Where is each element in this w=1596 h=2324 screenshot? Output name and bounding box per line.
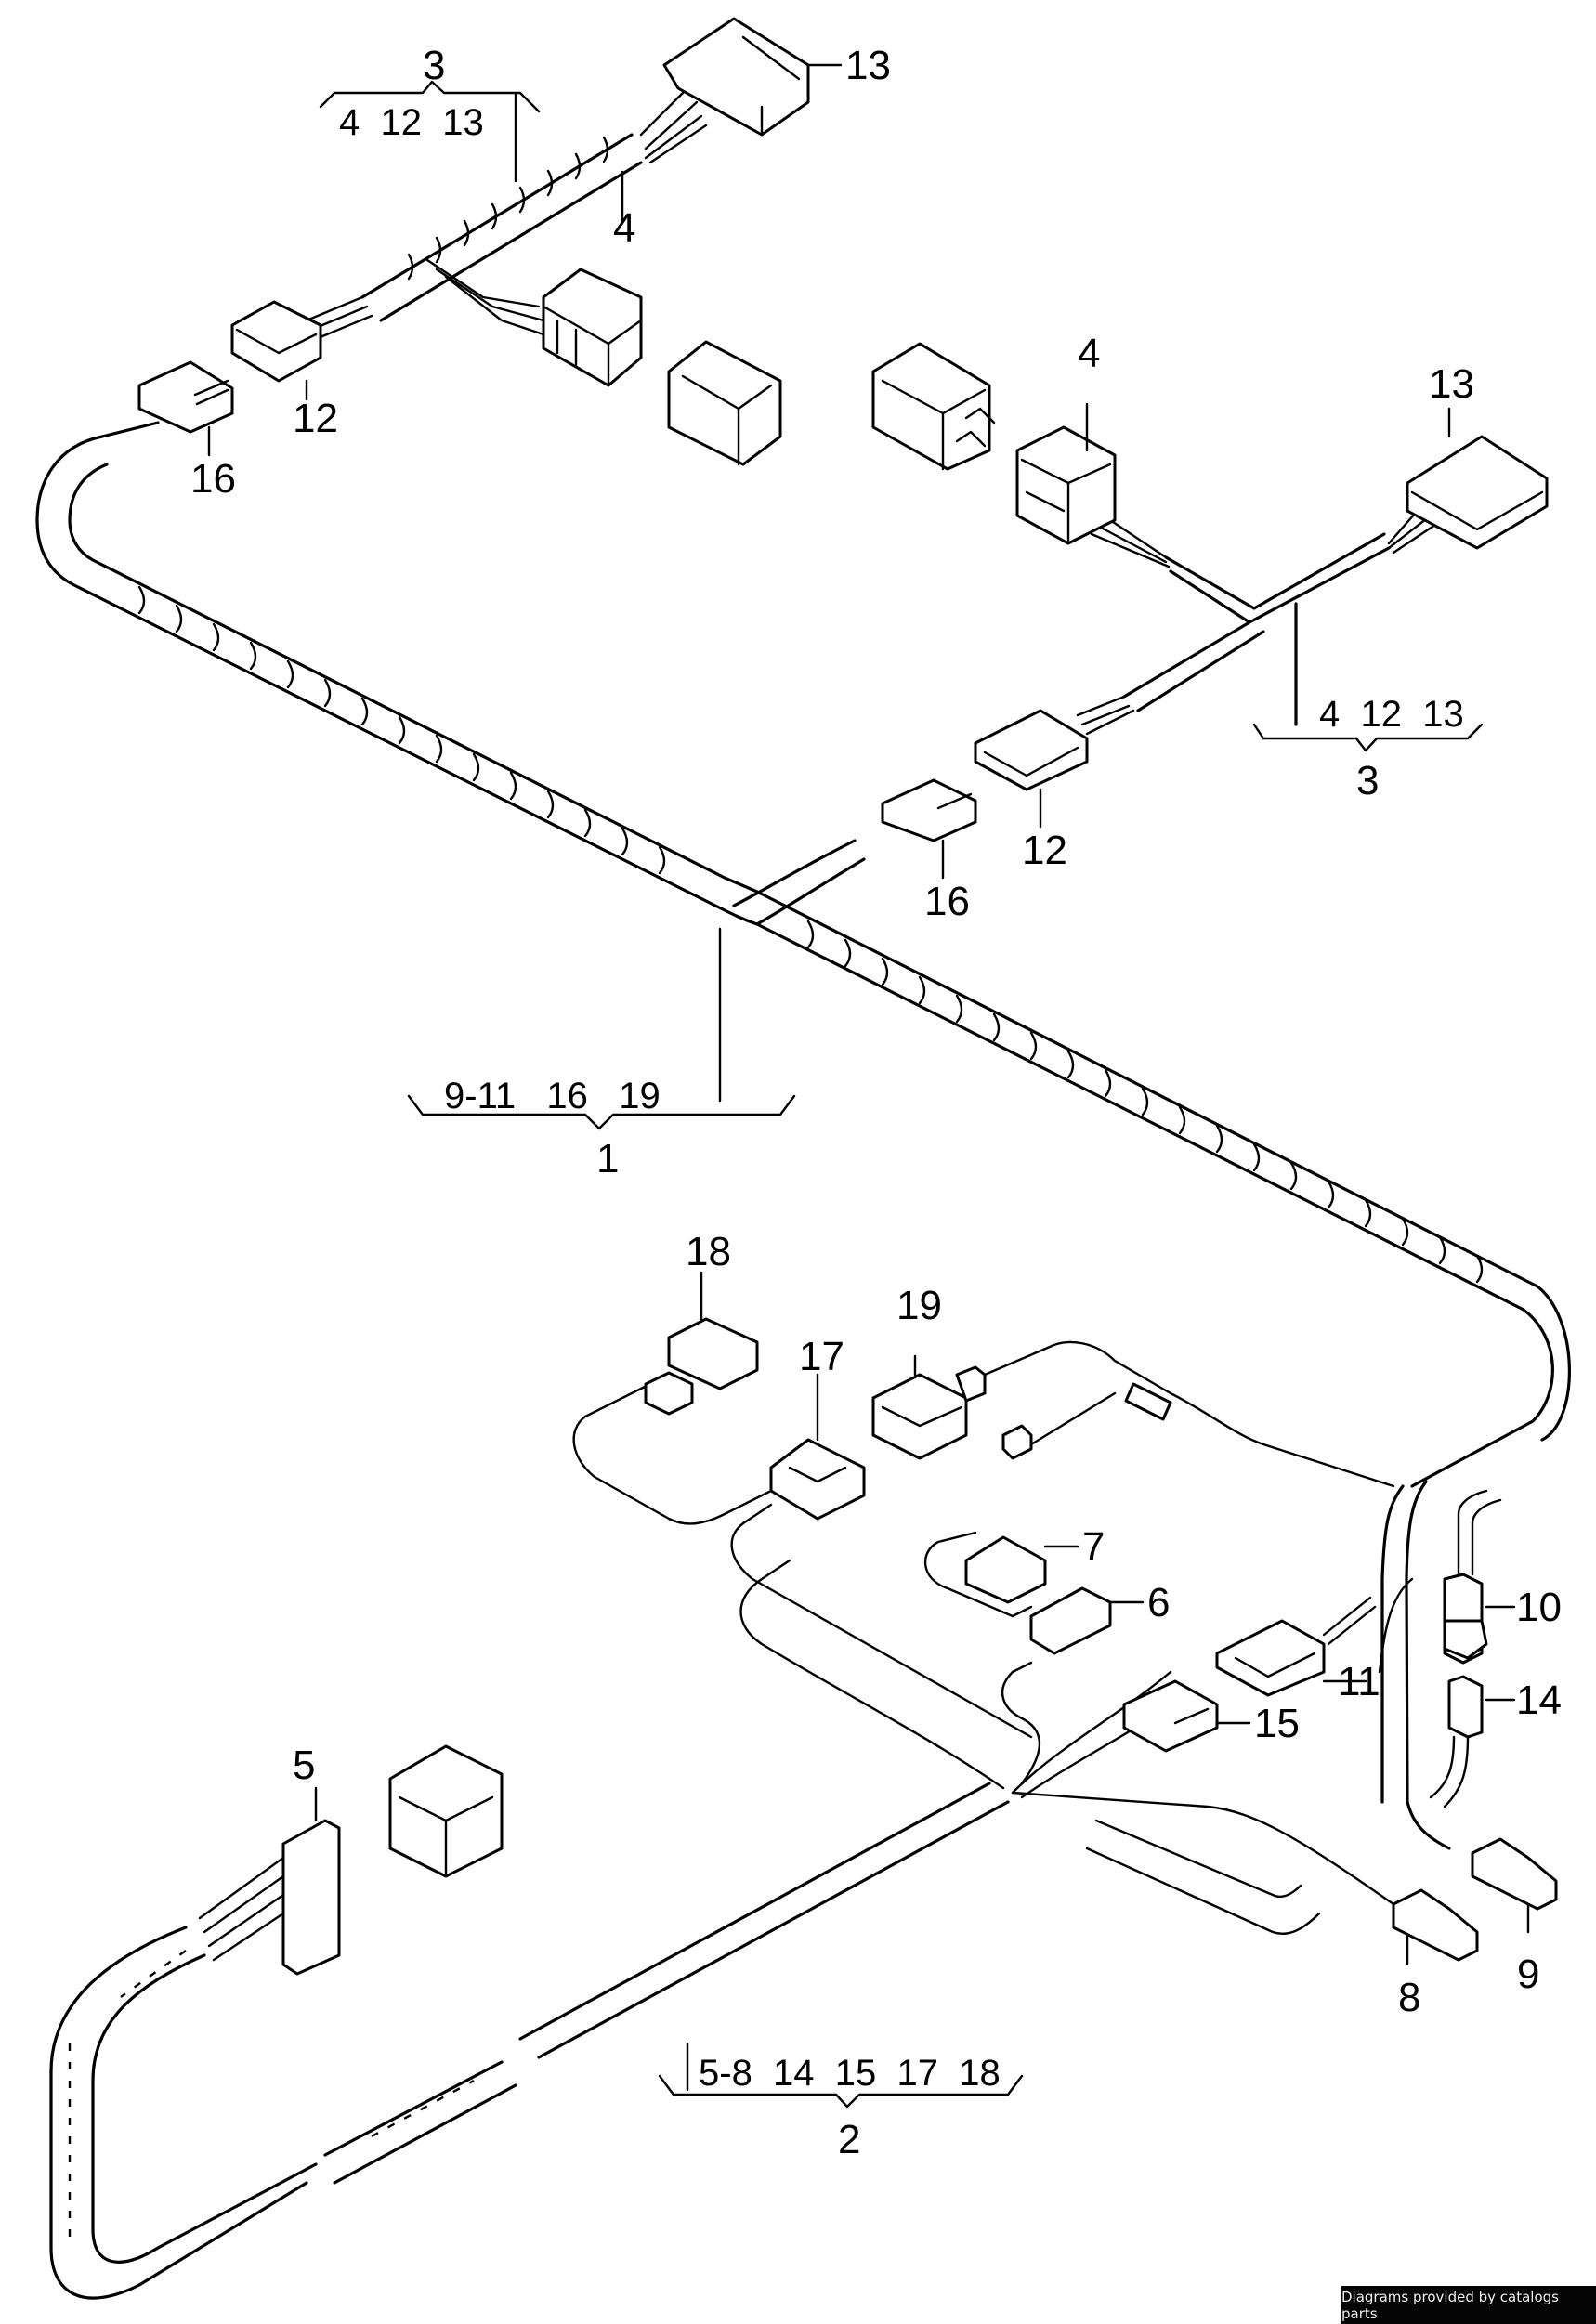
callouts: 3 13 4 12 16 4 13 3 12 16 1 18 19 17 7 6… (190, 43, 1562, 2162)
switch-housing[interactable] (388, 1744, 504, 1878)
group-3-members: 4 12 13 (339, 102, 484, 143)
connector-8[interactable] (1392, 1888, 1479, 1962)
callout-3[interactable]: 3 (1356, 758, 1379, 803)
group-brackets (319, 80, 1484, 2109)
callout-4[interactable]: 4 (613, 205, 635, 251)
connector-6[interactable] (1029, 1586, 1112, 1655)
connector-11[interactable] (1215, 1596, 1377, 1697)
callout-15[interactable]: 15 (1254, 1701, 1300, 1746)
callout-1[interactable]: 1 (596, 1136, 619, 1182)
harness-3-top-segments (407, 136, 609, 281)
leader-lines (207, 63, 1530, 2092)
callout-7[interactable]: 7 (1082, 1524, 1105, 1570)
group-labels: 4 12 13 4 12 13 9-11 16 19 5-8 14 15 17 … (339, 102, 1464, 2094)
terminal-plug[interactable] (1001, 1424, 1033, 1460)
connector-13-top[interactable] (662, 17, 810, 137)
connector-9[interactable] (1471, 1837, 1558, 1911)
sensor-wires[interactable] (572, 1340, 1395, 1739)
relay-socket-4-right[interactable] (1015, 425, 1117, 545)
callout-19[interactable]: 19 (896, 1283, 942, 1328)
callout-16[interactable]: 16 (924, 879, 970, 924)
callout-2[interactable]: 2 (838, 2117, 860, 2162)
callout-6[interactable]: 6 (1147, 1580, 1170, 1625)
callout-8[interactable]: 8 (1398, 1975, 1420, 2020)
connector-16-top[interactable] (137, 360, 234, 434)
callout-18[interactable]: 18 (686, 1229, 731, 1274)
connector-14[interactable] (1429, 1675, 1484, 1808)
connector-13-right[interactable] (1406, 435, 1549, 550)
callout-11[interactable]: 11 (1338, 1659, 1380, 1704)
connector-5[interactable] (198, 1819, 341, 1976)
connector-15[interactable] (1122, 1679, 1219, 1753)
callout-12[interactable]: 12 (293, 396, 338, 441)
diagram-credit-banner: Diagrams provided by catalogs parts (1341, 2286, 1596, 2324)
callout-9[interactable]: 9 (1517, 1952, 1539, 1997)
group-2-members: 5-8 14 15 17 18 (699, 2053, 1001, 2094)
connector-12-right[interactable] (974, 709, 1089, 791)
connector-10[interactable] (1443, 1489, 1502, 1665)
connector-19[interactable] (871, 1365, 987, 1460)
callout-13[interactable]: 13 (845, 43, 891, 88)
harness-1[interactable] (35, 421, 1571, 1850)
connector-16-mid[interactable] (881, 778, 977, 842)
callout-10[interactable]: 10 (1516, 1585, 1562, 1630)
harness-3-top[interactable] (305, 86, 708, 341)
relay-top[interactable] (667, 340, 782, 466)
callout-5[interactable]: 5 (293, 1743, 315, 1788)
harness-1-segments (137, 585, 1484, 1284)
harness-2-foam-texture (68, 1950, 475, 2248)
connector-18[interactable] (644, 1317, 759, 1416)
harness-2[interactable] (49, 1531, 1414, 2300)
connector-12-top[interactable] (230, 300, 322, 383)
relay-socket-4-top[interactable] (542, 268, 643, 387)
callout-3[interactable]: 3 (423, 43, 445, 88)
callout-13[interactable]: 13 (1429, 361, 1474, 407)
group-1-members: 9-11 16 19 (444, 1076, 661, 1116)
callout-17[interactable]: 17 (799, 1334, 844, 1379)
callout-14[interactable]: 14 (1516, 1678, 1562, 1723)
connector-7[interactable] (964, 1535, 1047, 1604)
inline-sleeve (1124, 1382, 1172, 1421)
group-3-members: 4 12 13 (1319, 694, 1464, 735)
callout-12[interactable]: 12 (1022, 828, 1067, 873)
callout-16[interactable]: 16 (190, 456, 236, 502)
connector-17[interactable] (769, 1438, 866, 1521)
relay-right[interactable] (871, 342, 996, 471)
callout-4[interactable]: 4 (1078, 331, 1100, 376)
